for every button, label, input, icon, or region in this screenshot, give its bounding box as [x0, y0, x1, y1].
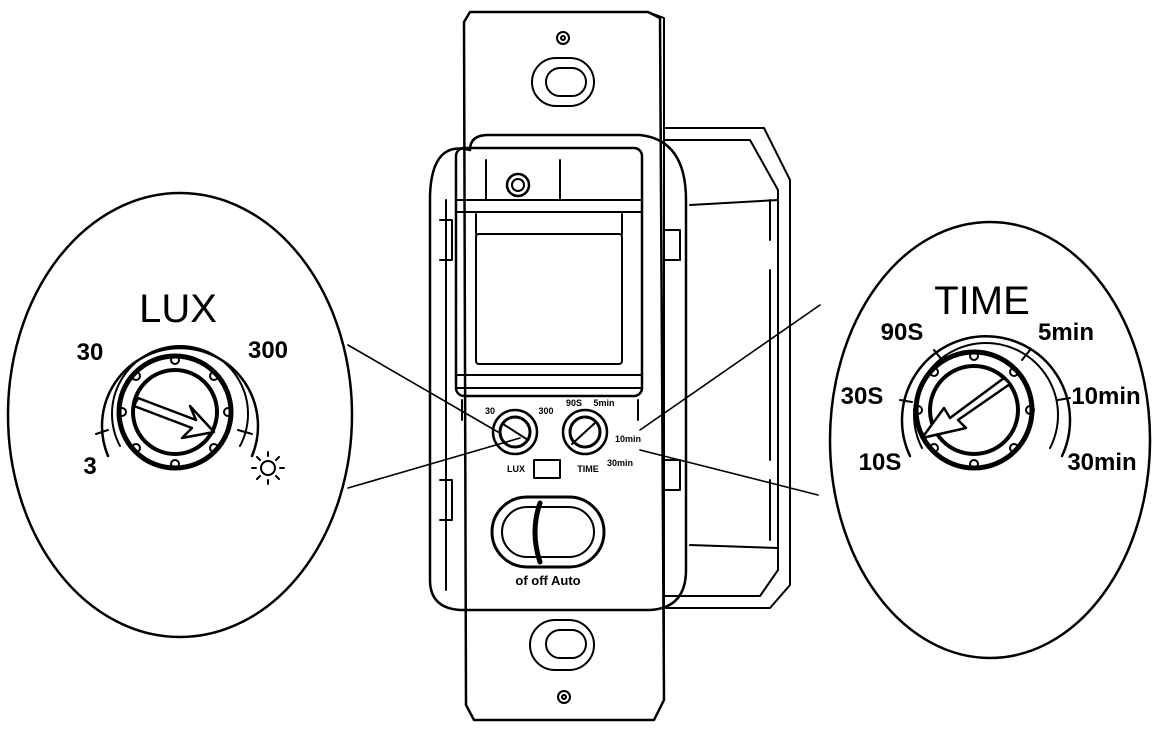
time-mark-90s: 90S: [881, 319, 924, 346]
time-title: TIME: [934, 279, 1030, 323]
time-dial: [899, 335, 1072, 471]
lux-title: LUX: [139, 287, 217, 331]
time-dial-knurls: [913, 351, 1035, 469]
bottom-mounting-slot: [529, 619, 595, 671]
sun-icon: [251, 451, 285, 485]
wall-plate: [462, 10, 666, 722]
slide-switch: [490, 495, 606, 569]
lux-dial-knurls: [117, 355, 233, 469]
callout-lines: [347, 304, 821, 496]
small-lux-dial: [491, 408, 539, 456]
time-mark-10s: 10S: [859, 449, 902, 476]
switch-mark-30min: 30min: [607, 458, 633, 468]
switch-mark-30: 30: [485, 406, 495, 416]
switch-mark-90s: 90S: [566, 398, 582, 408]
time-pointer-arrow: [920, 376, 1012, 440]
time-mark-10min: 10min: [1071, 383, 1140, 410]
top-mounting-slot: [531, 57, 595, 107]
lux-mark-300: 300: [248, 337, 288, 364]
lux-magnified-oval: [6, 191, 354, 639]
time-mark-30s: 30S: [841, 383, 884, 410]
top-screw-hole: [556, 31, 570, 45]
slide-switch-label: of off Auto: [515, 573, 580, 588]
lux-mark-3: 3: [83, 453, 96, 480]
photo-sensor-hole: [505, 172, 531, 198]
sensor-lens: [454, 146, 644, 398]
switch-lux-label: LUX: [507, 464, 525, 474]
indicator-window: [533, 459, 561, 479]
lux-mark-30: 30: [77, 339, 104, 366]
switch-mark-300: 300: [538, 406, 553, 416]
back-box: [663, 127, 791, 609]
sensor-body: [428, 133, 688, 612]
switch-mark-5min: 5min: [593, 398, 614, 408]
lux-pointer-arrow: [132, 396, 216, 440]
time-mark-5min: 5min: [1038, 319, 1094, 346]
bottom-screw-hole: [557, 690, 571, 704]
time-mark-30min: 30min: [1067, 449, 1136, 476]
time-magnified-oval: [828, 220, 1152, 660]
switch-time-label: TIME: [577, 464, 599, 474]
lux-dial: [95, 345, 260, 471]
small-time-dial: [561, 408, 609, 456]
switch-mark-10min: 10min: [615, 434, 641, 444]
